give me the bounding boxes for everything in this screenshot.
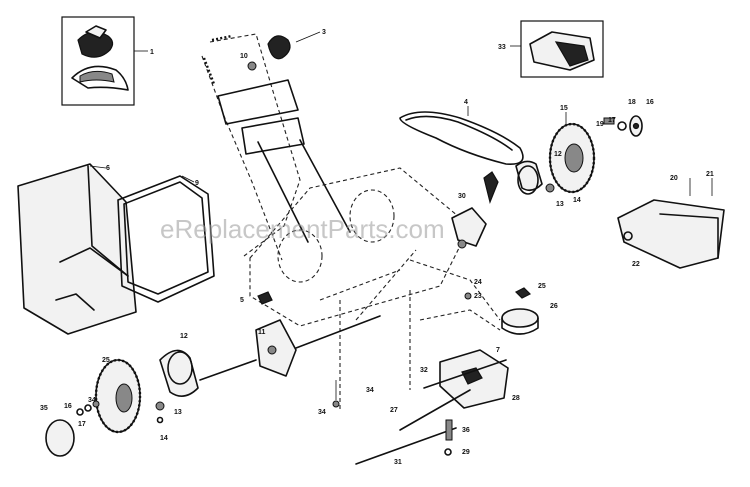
callout-28: 28 <box>512 395 520 402</box>
drive-control-bracket: 30 <box>451 171 499 249</box>
callout-24: 24 <box>474 279 482 286</box>
callout-21: 21 <box>706 171 714 178</box>
callout-3: 3 <box>322 29 326 36</box>
handle-assembly: 3 10 <box>201 29 351 261</box>
grass-bag: 6 <box>17 163 137 335</box>
callout-17: 17 <box>608 117 616 124</box>
callout-26: 26 <box>550 303 558 310</box>
callout-11: 11 <box>258 329 266 336</box>
callout-12b: 12 <box>554 151 562 158</box>
inset-bag-cover: 33 <box>498 20 604 78</box>
rear-wheel-left: 25 <box>94 357 142 434</box>
axle-hardware-left: 35 16 17 34 <box>40 397 100 457</box>
callout-14: 14 <box>160 435 168 442</box>
callout-34b: 34 <box>366 387 374 394</box>
callout-17b: 17 <box>78 421 86 428</box>
callout-25b: 25 <box>102 357 110 364</box>
callout-29: 29 <box>462 449 470 456</box>
callout-22: 22 <box>632 261 640 268</box>
discharge-deflector: 20 21 22 <box>617 171 725 269</box>
callout-32: 32 <box>420 367 428 374</box>
callout-23: 23 <box>474 293 482 300</box>
callout-16: 16 <box>646 99 654 106</box>
height-adjuster-left: 5 11 <box>199 291 381 381</box>
callout-18: 18 <box>628 99 636 106</box>
callout-13b: 13 <box>556 201 564 208</box>
callout-25: 25 <box>538 283 546 290</box>
callout-1: 1 <box>150 49 154 56</box>
callout-30: 30 <box>458 193 466 200</box>
callout-33: 33 <box>498 44 506 51</box>
inset-control-box: 1 <box>61 16 154 106</box>
deck-bolt <box>332 380 340 408</box>
callout-34: 34 <box>88 397 96 404</box>
callout-31: 31 <box>394 459 402 466</box>
watermark-text: eReplacementParts.com <box>160 214 445 244</box>
mower-deck <box>249 167 501 327</box>
callout-4: 4 <box>464 99 468 106</box>
callout-6: 6 <box>106 165 110 172</box>
transmission-parts: 25 26 24 23 7 28 32 27 31 36 29 34 34 <box>318 279 558 466</box>
callout-20: 20 <box>670 175 678 182</box>
callout-12: 12 <box>180 333 188 340</box>
callout-34c: 34 <box>318 409 326 416</box>
callout-19: 19 <box>596 121 604 128</box>
callout-16b: 16 <box>64 403 72 410</box>
callout-7: 7 <box>496 347 500 354</box>
callout-15: 15 <box>560 105 568 112</box>
callout-35: 35 <box>40 405 48 412</box>
callout-27: 27 <box>390 407 398 414</box>
wheel-pulley-right: 12 13 14 <box>515 151 581 208</box>
wheel-pulley-left: 12 13 14 <box>155 333 199 442</box>
callout-10: 10 <box>240 53 248 60</box>
drive-belt: 4 <box>399 99 524 165</box>
callout-36: 36 <box>462 427 470 434</box>
callout-5: 5 <box>240 297 244 304</box>
bag-frame: 9 <box>117 175 215 303</box>
callout-9: 9 <box>195 180 199 187</box>
callout-14b: 14 <box>573 197 581 204</box>
rear-wheel-right: 15 <box>548 105 596 194</box>
callout-13: 13 <box>174 409 182 416</box>
axle-hardware-right: 19 17 18 16 <box>596 99 654 137</box>
